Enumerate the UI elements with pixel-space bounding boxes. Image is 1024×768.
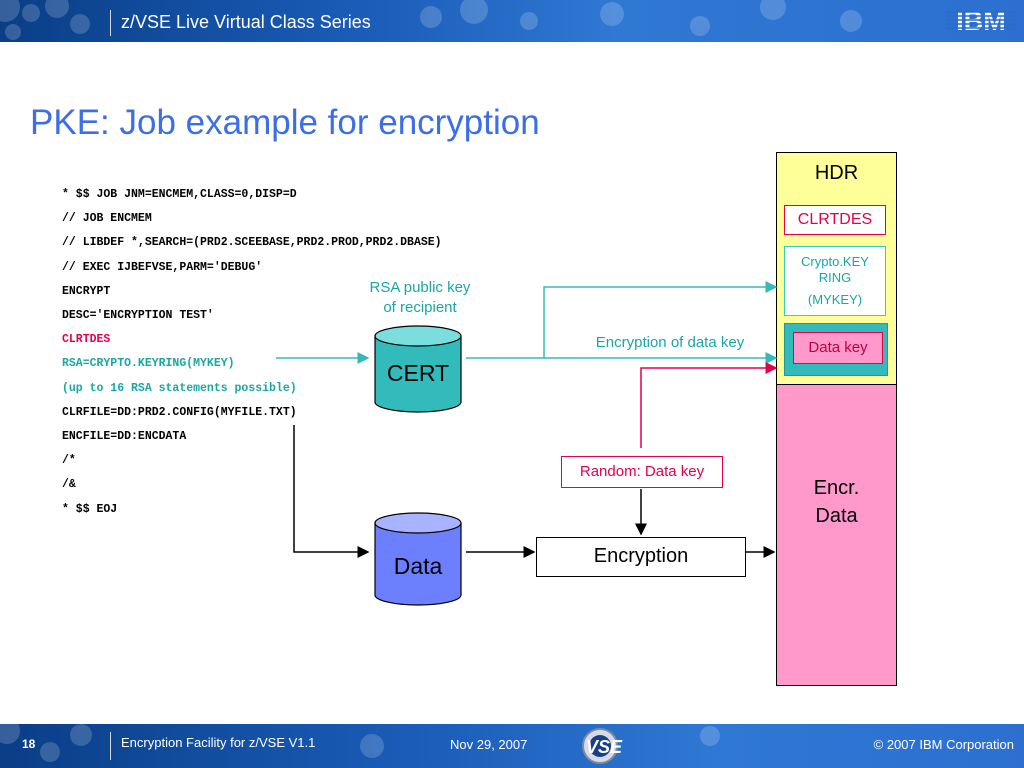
code-line: * $$ JOB JNM=ENCMEM,CLASS=0,DISP=D	[62, 188, 297, 201]
vse-logo: VSE	[582, 728, 623, 764]
clrfile-to-data-arrow	[293, 425, 370, 558]
clrtdes-box: CLRTDES	[784, 205, 886, 235]
code-line-rsa: RSA=CRYPTO.KEYRING(MYKEY)	[62, 357, 235, 371]
data-cylinder	[374, 512, 462, 606]
code-line: DESC='ENCRYPTION TEST'	[62, 309, 214, 323]
crypto-keyring-line3: (MYKEY)	[807, 292, 863, 307]
cert-cylinder	[374, 325, 462, 413]
jcl-code-listing: * $$ JOB JNM=ENCMEM,CLASS=0,DISP=D // JO…	[62, 183, 442, 522]
ibm-logo: IBM	[946, 6, 1016, 36]
copyright: © 2007 IBM Corporation	[873, 737, 1014, 752]
rsa-public-key-label: RSA public key of recipient	[369, 279, 471, 316]
code-line-rsa-note: (up to 16 RSA statements possible)	[62, 381, 297, 395]
code-line: /&	[62, 478, 76, 492]
encryption-of-data-key-label: Encryption of data key	[595, 334, 745, 351]
ibm-logo-text: IBM	[956, 6, 1006, 36]
code-line: // LIBDEF *,SEARCH=(PRD2.SCEEBASE,PRD2.P…	[62, 236, 442, 250]
encr-data-label: Encr. Data	[813, 477, 860, 527]
cert-to-keyring-arrow	[466, 281, 778, 359]
code-line: // JOB ENCMEM	[62, 212, 152, 226]
encrypted-data-section	[776, 384, 897, 686]
footer-bar: 18 Encryption Facility for z/VSE V1.1 No…	[0, 724, 1024, 768]
code-line: ENCFILE=DD:ENCDATA	[62, 430, 187, 444]
series-title: z/VSE Live Virtual Class Series	[121, 12, 371, 32]
random-to-datakey-arrow	[640, 362, 778, 448]
code-line: // EXEC IJBEFVSE,PARM='DEBUG'	[62, 260, 263, 274]
data-label: Data	[393, 553, 443, 579]
code-line: ENCRYPT	[62, 284, 111, 298]
vse-logo-text: VSE	[586, 737, 623, 757]
code-line: /*	[62, 454, 76, 468]
hdr-label: HDR	[814, 162, 859, 184]
slide-title: PKE: Job example for encryption	[30, 103, 540, 142]
footer-separator	[110, 732, 111, 760]
crypto-keyring-line2: RING	[818, 270, 852, 285]
code-line: CLRFILE=DD:PRD2.CONFIG(MYFILE.TXT)	[62, 405, 297, 419]
data-key-box: Data key	[793, 332, 883, 364]
header-bar: z/VSE Live Virtual Class Series IBM	[0, 0, 1024, 42]
course-title: Encryption Facility for z/VSE V1.1	[121, 735, 316, 750]
code-line-clrtdes: CLRTDES	[62, 333, 111, 347]
cert-label: CERT	[386, 360, 450, 386]
crypto-keyring-box: Crypto.KEY RING (MYKEY)	[784, 246, 886, 316]
page-number: 18	[22, 737, 36, 751]
crypto-keyring-line1: Crypto.KEY	[801, 254, 869, 269]
footer-date: Nov 29, 2007	[450, 737, 528, 752]
random-data-key-box: Random: Data key	[561, 456, 723, 488]
code-line: * $$ EOJ	[62, 502, 118, 516]
encryption-box: Encryption	[536, 537, 746, 577]
header-separator	[110, 10, 111, 36]
